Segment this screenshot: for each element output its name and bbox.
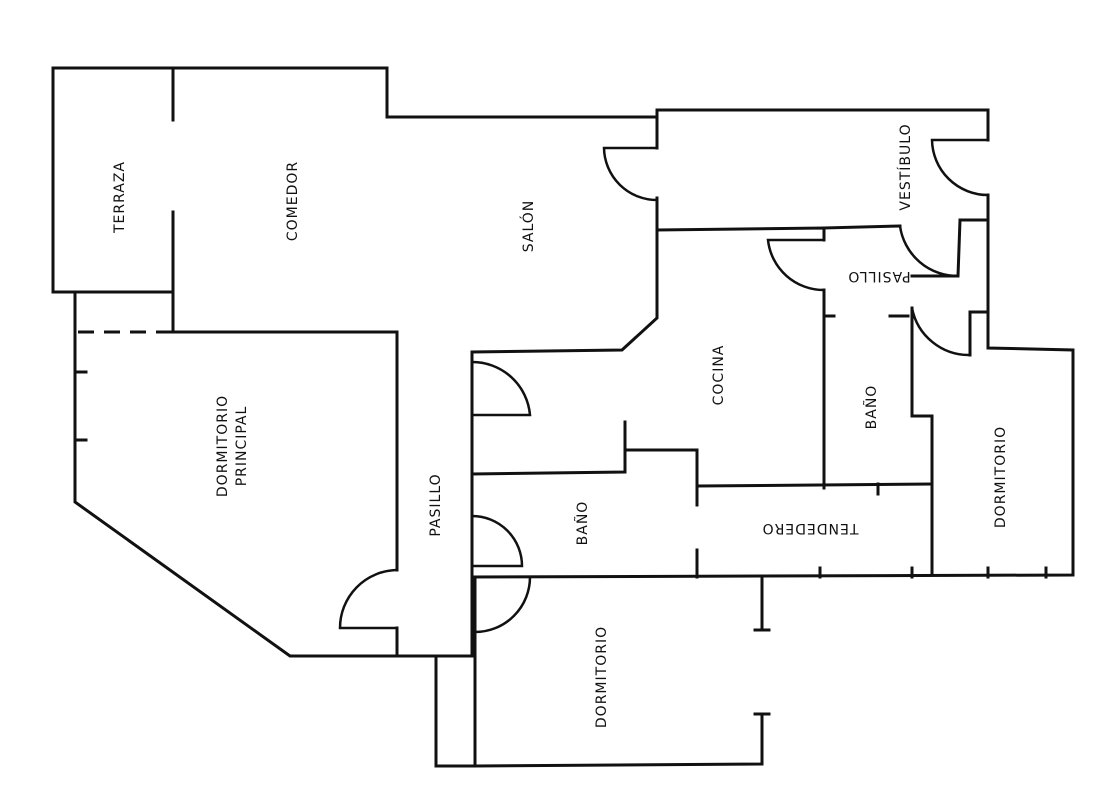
label-pasillo-main: PASILLO [428, 473, 444, 536]
door-bano-right [910, 307, 971, 357]
door-pasillo-left [766, 238, 825, 292]
label-dormitorio-bottom: DORMITORIO [594, 626, 610, 728]
wall-bano-right-stub [968, 310, 990, 357]
wall-bano-right [910, 306, 934, 577]
wall-top-left [51, 66, 659, 294]
label-bano-right: BAÑO [863, 385, 880, 430]
wall-dormitorio-principal [73, 290, 474, 658]
label-comedor: COMEDOR [285, 161, 301, 241]
label-tendedero: TENDEDERO [762, 520, 860, 536]
label-cocina: COCINA [711, 345, 727, 406]
wall-bottom-marks [818, 566, 1048, 579]
door-cocina [471, 360, 532, 417]
door-dormitorio-principal [338, 568, 398, 630]
wall-vestibulo-right [470, 193, 1075, 579]
wall-cocina-top [655, 226, 826, 242]
label-terraza: TERRAZA [112, 161, 128, 234]
door-pasillo-right [898, 225, 959, 278]
label-dormitorio-principal-1: DORMITORIO [215, 395, 231, 497]
wall-cocina-bottom [470, 420, 699, 507]
door-bano-center [471, 514, 524, 568]
wall-dormitorio-principal-right [171, 330, 399, 658]
wall-dormitorio-stub [753, 575, 771, 632]
label-bano-center: BAÑO [574, 501, 591, 546]
walls [51, 66, 1075, 768]
label-dormitorio-right: DORMITORIO [993, 426, 1009, 528]
wall-principal-marks [73, 370, 88, 442]
wall-salon-right [470, 108, 659, 658]
label-salon: SALÓN [519, 200, 537, 253]
wall-pasillo-top [822, 218, 990, 230]
label-pasillo-top: PASILLO [847, 268, 910, 284]
label-dormitorio-principal-2: PRINCIPAL [234, 406, 250, 487]
wall-pasillo-inner [910, 218, 962, 278]
door-dormitorio-bottom [474, 576, 532, 634]
door-salon [602, 146, 658, 202]
label-vestibulo: VESTÍBULO [897, 123, 914, 210]
room-labels: TERRAZA COMEDOR SALÓN VESTÍBULO PASILLO … [112, 123, 1009, 728]
wall-tendedero-top [695, 482, 934, 488]
doors [338, 138, 989, 634]
wall-top-right [655, 108, 990, 142]
door-vestibulo [930, 138, 989, 197]
